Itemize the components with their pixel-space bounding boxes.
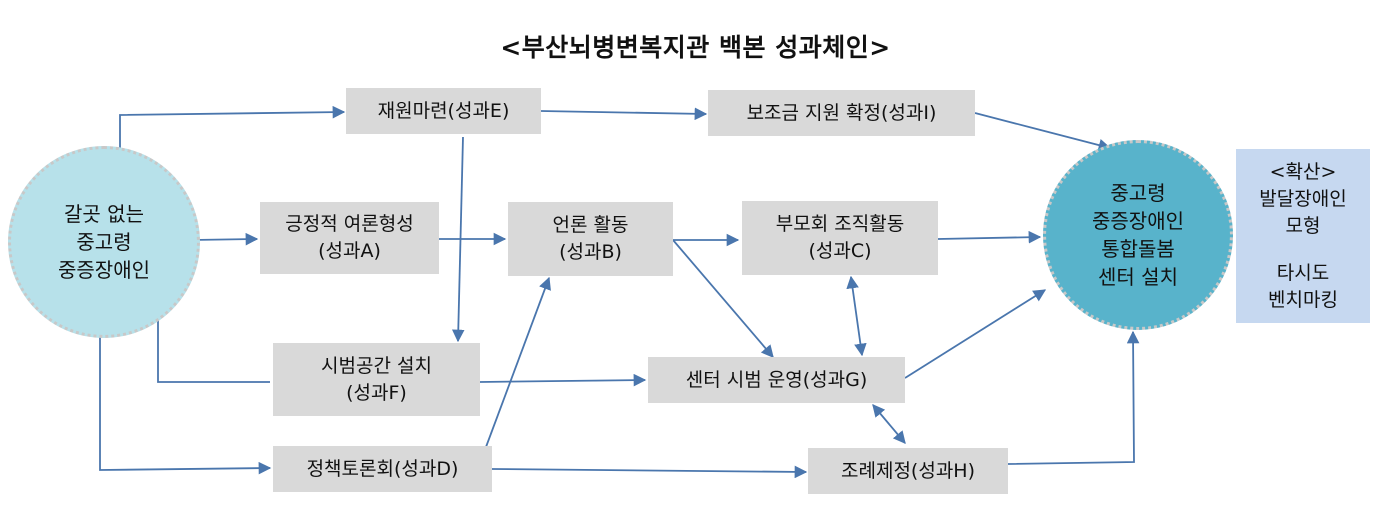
outcome-box-G-label: 센터 시범 운영(성과G) [685, 368, 868, 391]
outcome-box-D-label: 정책토론회(성과D) [306, 457, 459, 480]
arrow-I-to-goal [974, 112, 1112, 152]
arrow-G-to-goal [904, 289, 1047, 379]
outcome-box-B-label: 언론 활동 [552, 214, 629, 236]
goal-line: 센터 설치 [1098, 265, 1178, 289]
goal-line: 중고령 [1110, 181, 1166, 205]
outcome-box-B-sublabel: (성과B) [559, 241, 622, 263]
arrow-start-to-E [119, 105, 346, 155]
arrow-start-to-F [157, 317, 270, 383]
diagram-title: <부산뇌병변복지관 백본 성과체인> [500, 33, 891, 62]
expansion-box: <확산> 발달장애인 모형 타시도 벤치마킹 [1236, 149, 1370, 323]
arrow-C-G-bidirectional [846, 275, 867, 357]
outcome-box-G: 센터 시범 운영(성과G) [648, 357, 905, 403]
start-line: 갈곳 없는 [64, 202, 144, 226]
start-condition-circle: 갈곳 없는 중고령 중증장애인 [8, 146, 200, 338]
outcome-box-C: 부모회 조직활동 (성과C) [742, 201, 938, 275]
outcome-box-B: 언론 활동 (성과B) [508, 202, 673, 276]
outcome-box-I-label: 보조금 지원 확정(성과I) [746, 101, 937, 124]
arrow-F-to-G [479, 373, 647, 387]
outcome-box-F: 시범공간 설치 (성과F) [273, 343, 480, 416]
expansion-line: 타시도 [1276, 261, 1330, 284]
outcome-box-A: 긍정적 여론형성 (성과A) [260, 202, 439, 274]
expansion-line: 모형 [1285, 214, 1321, 237]
outcome-box-C-label: 부모회 조직활동 [775, 213, 905, 235]
arrow-C-to-goal [937, 230, 1042, 244]
goal-circle: 중고령 중증장애인 통합돌봄 센터 설치 [1043, 140, 1233, 330]
outcome-box-A-sublabel: (성과A) [318, 240, 381, 262]
goal-line: 중증장애인 [1092, 209, 1184, 233]
outcome-box-F-label: 시범공간 설치 [321, 354, 432, 377]
outcome-box-F-sublabel: (성과F) [346, 381, 407, 404]
outcome-box-E-label: 재원마련(성과E) [377, 99, 510, 122]
expansion-heading: <확산> [1269, 160, 1337, 183]
arrow-B-to-G [672, 239, 774, 358]
arrow-H-to-goal [1007, 330, 1140, 465]
expansion-line: 발달장애인 [1259, 187, 1347, 210]
arrow-start-to-D [99, 333, 272, 475]
arrow-E-to-I [540, 107, 708, 121]
start-line: 중증장애인 [58, 258, 150, 282]
outcome-box-A-label: 긍정적 여론형성 [285, 213, 414, 235]
outcome-box-E: 재원마련(성과E) [346, 88, 541, 134]
outcome-box-C-sublabel: (성과C) [808, 240, 872, 262]
outcome-box-I: 보조금 지원 확정(성과I) [708, 90, 975, 136]
goal-line: 통합돌봄 [1101, 237, 1175, 261]
arrow-D-to-H [491, 465, 808, 479]
arrow-start-to-A [191, 232, 259, 246]
outcome-box-D: 정책토론회(성과D) [273, 446, 492, 492]
expansion-line: 벤치마킹 [1268, 288, 1338, 311]
outcome-box-H-label: 조례제정(성과H) [841, 459, 975, 482]
start-line: 중고령 [76, 230, 132, 254]
outcome-box-H: 조례제정(성과H) [808, 448, 1008, 494]
arrow-D-to-B [482, 276, 551, 456]
arrow-G-H-bidirectional [872, 404, 906, 444]
